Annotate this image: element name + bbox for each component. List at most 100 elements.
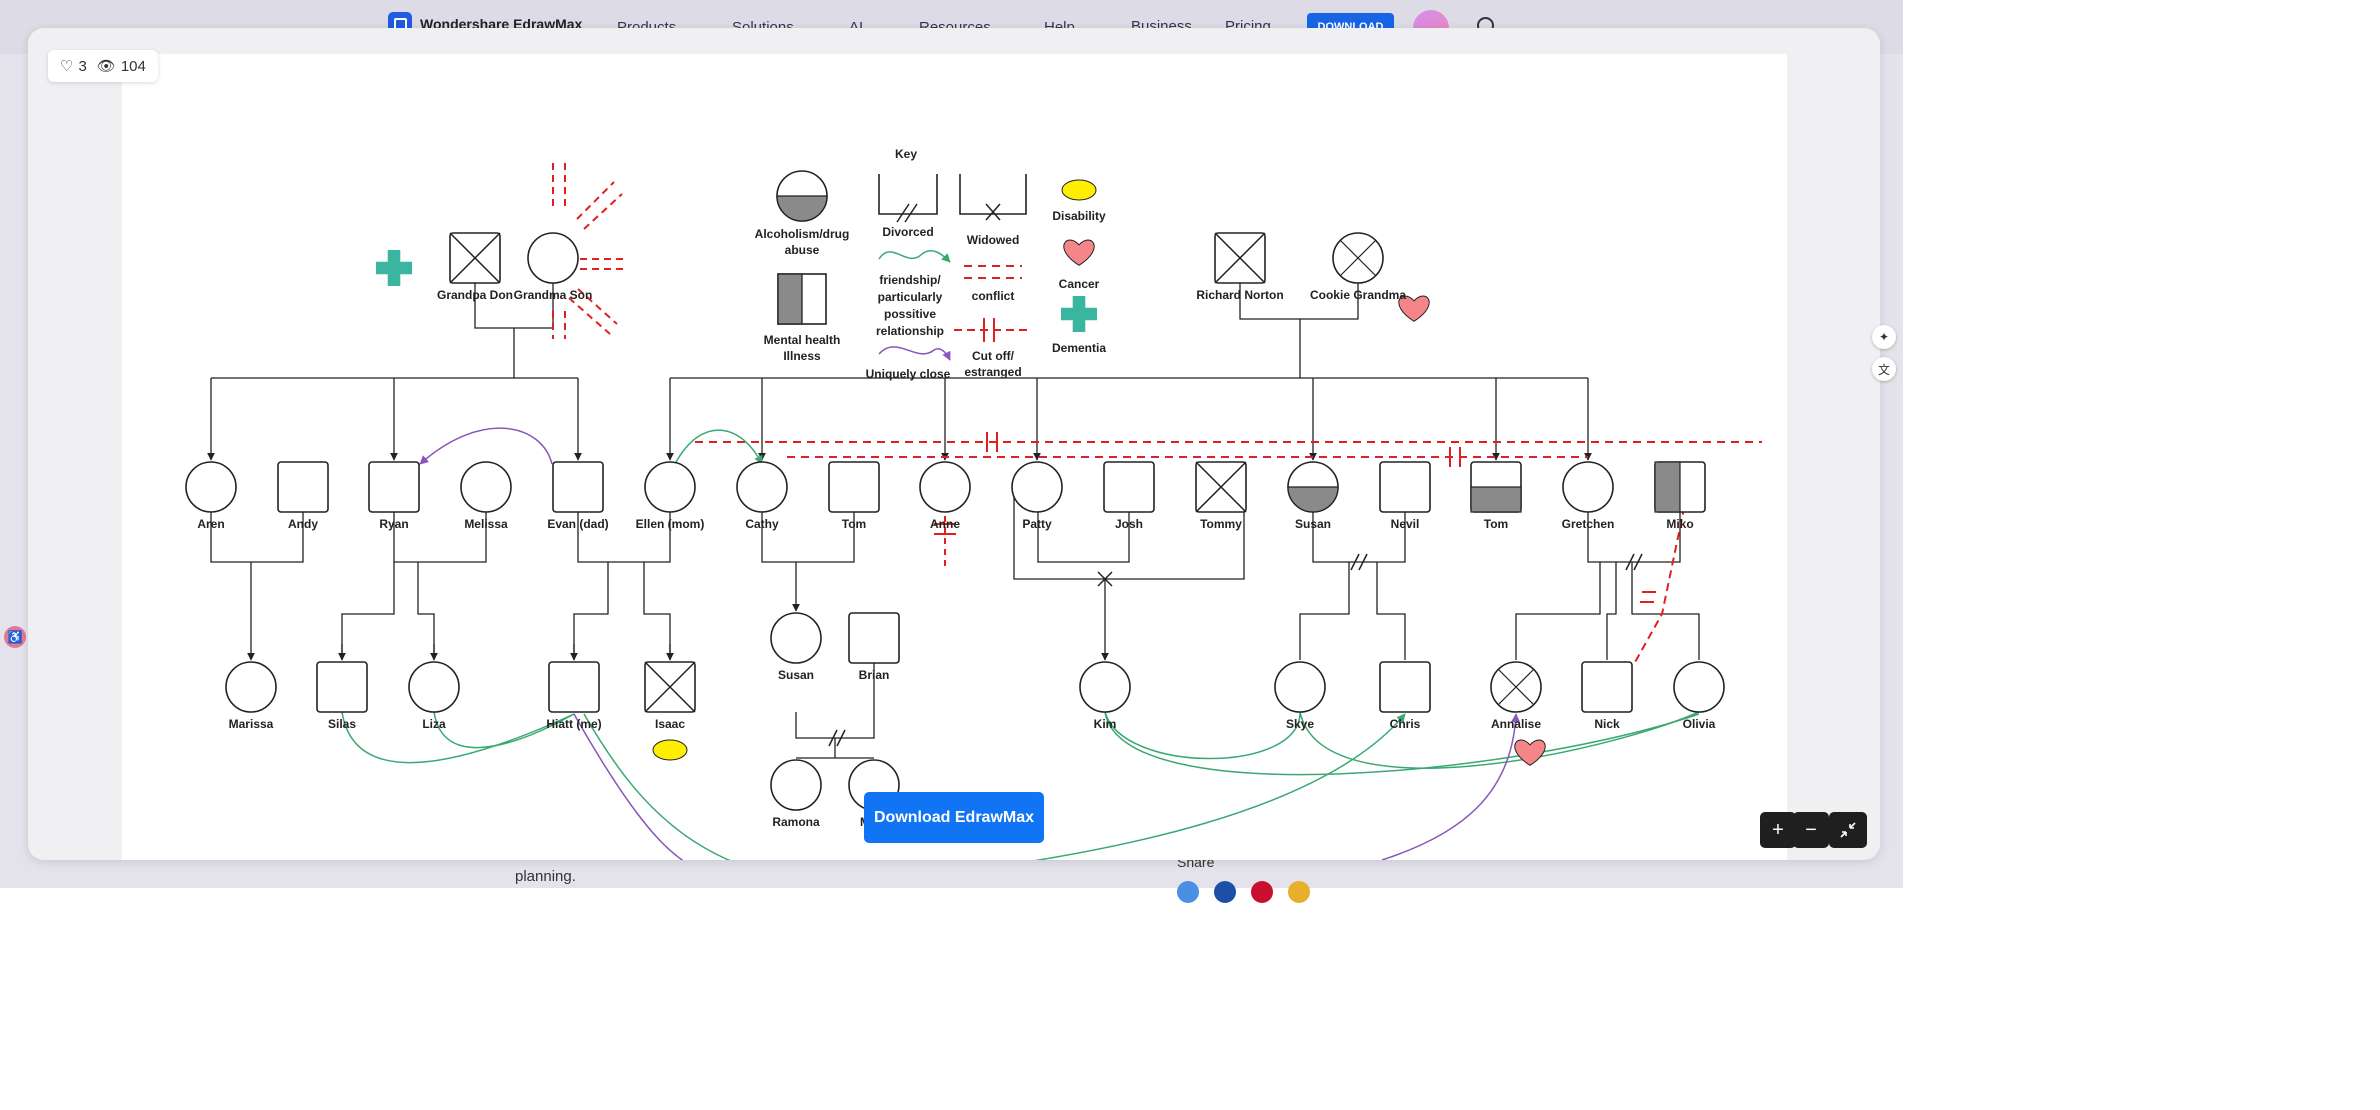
label-melissa: Melissa [464,517,508,531]
member-nick [1581,661,1633,713]
member-silas [316,661,368,713]
member-grandma_son [527,232,579,284]
member-josh [1103,461,1155,513]
legend-alcohol-label: abuse [785,243,820,257]
cutoff-mark [986,432,998,452]
marriage-line [210,512,304,563]
member-anne [919,461,971,513]
deceased-cross [1195,461,1247,513]
marriage-line [1239,283,1359,320]
uniquely-close-line [1381,713,1521,860]
divorce-mark [1350,553,1368,571]
legend-friendship-label: friendship/ [879,273,941,287]
member-evan [552,461,604,513]
family-lines [207,283,1700,759]
conflict-ray [568,297,611,335]
label-annalise: Annalise [1491,717,1541,731]
label-richard: Richard Norton [1196,288,1283,302]
legend-conflict-line [964,265,1022,279]
member-tom1 [828,461,880,513]
legend-mental-fill [777,273,803,325]
legend-friendship-label: relationship [876,324,944,338]
member-ryan [368,461,420,513]
dementia-plus-icon [376,250,413,286]
label-skye: Skye [1286,717,1314,731]
mental-health-fill [1654,461,1681,513]
cutoff-mark [934,523,956,535]
label-aren: Aren [197,517,224,531]
marriage-line [393,512,487,563]
widowed-mark [1097,571,1113,587]
label-miko: Miko [1666,517,1693,531]
member-melissa [460,461,512,513]
member-susan2 [770,612,822,664]
divorce-mark [828,729,846,747]
label-marissa: Marissa [229,717,274,731]
accessibility-icon[interactable]: ♿ [4,626,26,648]
label-kim: Kim [1094,717,1117,731]
legend-friendship-line [878,250,951,263]
label-grandpa_don: Grandpa Don [437,288,513,302]
legend-mental-label: Mental health [764,333,841,347]
legend-friendship-label: possitive [884,307,936,321]
share-more-icon[interactable] [1288,881,1310,903]
label-andy: Andy [288,517,318,531]
marriage-line [1037,512,1130,563]
label-isaac: Isaac [655,717,685,731]
child-line [1515,562,1700,660]
ai-sparkle-icon[interactable]: ✦ [1872,325,1896,349]
label-chris: Chris [1390,717,1421,731]
label-anne: Anne [930,517,960,531]
friendship-line [1299,711,1700,769]
member-hiatt [548,661,600,713]
conflict-ray [576,181,615,220]
legend-cutoff-label: estranged [964,365,1021,379]
share-twitter-icon[interactable] [1177,881,1199,903]
dementia-plus-icon [1061,296,1097,332]
friendship-line [583,713,1406,860]
legend-close-line [878,346,951,361]
divorce-mark [1625,553,1643,571]
legend-cancer-label: Cancer [1059,277,1100,291]
legend-alcohol-fill [776,195,828,222]
member-skye [1274,661,1326,713]
label-gretchen: Gretchen [1562,517,1615,531]
zoom-in-button[interactable]: + [1760,812,1796,848]
marriage-line [761,512,855,563]
label-susan2: Susan [778,668,814,682]
marriage-line [1312,512,1406,563]
label-patty: Patty [1022,517,1052,531]
share-pinterest-icon[interactable] [1251,881,1273,903]
label-liza: Liza [422,717,446,731]
download-edrawmax-button[interactable]: Download EdrawMax [864,792,1044,843]
translate-icon[interactable]: 文 [1872,357,1896,381]
deceased-cross [1340,240,1376,276]
member-liza [408,661,460,713]
zoom-out-button[interactable]: − [1793,812,1829,848]
member-kim [1079,661,1131,713]
legend-divorced-shape [878,174,938,215]
exit-fullscreen-button[interactable] [1829,812,1867,848]
widowed-mark [985,203,1001,221]
legend-widowed-label: Widowed [967,233,1020,247]
child-line [1299,562,1406,660]
deceased-cross [1498,669,1534,705]
legend-divorced-label: Divorced [882,225,933,239]
label-susan1: Susan [1295,517,1331,531]
likes-stat[interactable]: ♡3 [60,57,87,76]
cancer-heart-icon [1514,739,1546,766]
uniquely-close-line [419,427,553,465]
conflict-ray [577,288,618,325]
member-nevil [1379,461,1431,513]
share-facebook-icon[interactable] [1214,881,1236,903]
cutoff-mark [1640,591,1656,603]
member-olivia [1673,661,1725,713]
legend-friendship-label: particularly [878,290,943,304]
legend-dementia-label: Dementia [1052,341,1106,355]
sibling-line [211,328,578,379]
friendship-line [674,429,763,465]
cutoff-line [1633,493,1688,665]
